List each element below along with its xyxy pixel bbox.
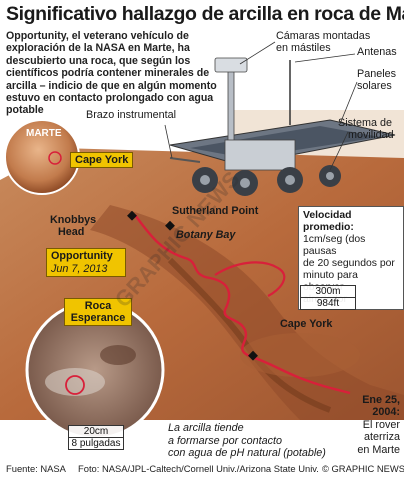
rock-scale-imperial: 8 pulgadas (71, 438, 121, 449)
mars-inset-label: MARTE (26, 128, 62, 139)
rock-tag: Roca Esperance (64, 298, 132, 326)
map-scale-imperial: 984ft (316, 298, 340, 309)
label-mobility: Sistema de (338, 117, 393, 129)
clay-caption-line-3: con agua de pH natural (potable) (168, 447, 326, 459)
label-sutherland: Sutherland Point (172, 205, 259, 217)
footer-source: Fuente: NASA (6, 463, 66, 474)
rock-tag-line-2: Esperance (70, 312, 126, 324)
map-scale-metric: 300m (301, 286, 355, 298)
map-scale: 300m 984ft (300, 285, 356, 310)
landing-note: Ene 25, 2004: El rover aterriza en Marte (356, 394, 400, 456)
label-panels: Paneles (357, 68, 397, 80)
cape-york-area (240, 333, 360, 377)
footer-photo: Foto: NASA/JPL-Caltech/Cornell Univ./Ari… (78, 463, 319, 474)
cape-york-marker (248, 350, 258, 361)
label-knobbys-2: Head (58, 226, 85, 238)
clay-caption-line-2: a formarse por contacto (168, 434, 283, 447)
rock-tag-line-1: Roca (84, 300, 112, 312)
rock-scale: 20cm 8 pulgadas (68, 425, 124, 450)
clay-caption: La arcilla tiende a formarse por contact… (168, 422, 326, 460)
sutherland-marker (165, 220, 175, 231)
label-knobbys: Knobbys (50, 214, 97, 226)
rock-vein (45, 368, 105, 396)
label-mobility-2: movilidad (348, 129, 394, 141)
opportunity-date: Jun 7, 2013 (51, 262, 108, 275)
speed-line-2: de 20 segundos por (303, 258, 395, 269)
label-cape-york: Cape York (280, 318, 333, 330)
opportunity-name: Opportunity (51, 250, 113, 262)
globe-target (48, 151, 62, 165)
speed-line-1: 1cm/seg (dos pausas (303, 234, 366, 257)
label-cameras-2: en mástiles (276, 42, 331, 54)
page-title: Significativo hallazgo de arcilla en roc… (6, 3, 404, 25)
opportunity-tag: Opportunity Jun 7, 2013 (46, 248, 126, 277)
rock-highlight (65, 375, 85, 395)
landing-line-1: Ene 25, (362, 394, 400, 406)
landing-line-2: 2004: (372, 406, 400, 419)
landing-line-5: en Marte (357, 443, 400, 456)
label-cameras: Cámaras montadas (276, 30, 371, 42)
intro-text: Opportunity, el veterano vehículo de exp… (6, 30, 217, 117)
landing-line-3: El rover (362, 418, 400, 431)
label-botany: Botany Bay (176, 229, 236, 241)
clay-caption-line-1: La arcilla tiende (168, 422, 244, 434)
label-antennas: Antenas (357, 46, 397, 58)
rock-scale-metric: 20cm (69, 426, 123, 438)
label-panels-2: solares (357, 80, 392, 92)
rover-route (134, 214, 351, 395)
knobbys-marker (127, 210, 137, 221)
speed-title: Velocidad promedio: (303, 210, 354, 233)
tag-cape-york-top: Cape York (70, 152, 134, 168)
label-arm: Brazo instrumental (86, 109, 177, 121)
landing-line-4: aterriza (363, 431, 400, 444)
route-loop (214, 261, 286, 297)
rock-dark (100, 345, 136, 365)
rover-illustration (169, 57, 396, 196)
footer-credit: © GRAPHIC NEWS (322, 463, 404, 474)
